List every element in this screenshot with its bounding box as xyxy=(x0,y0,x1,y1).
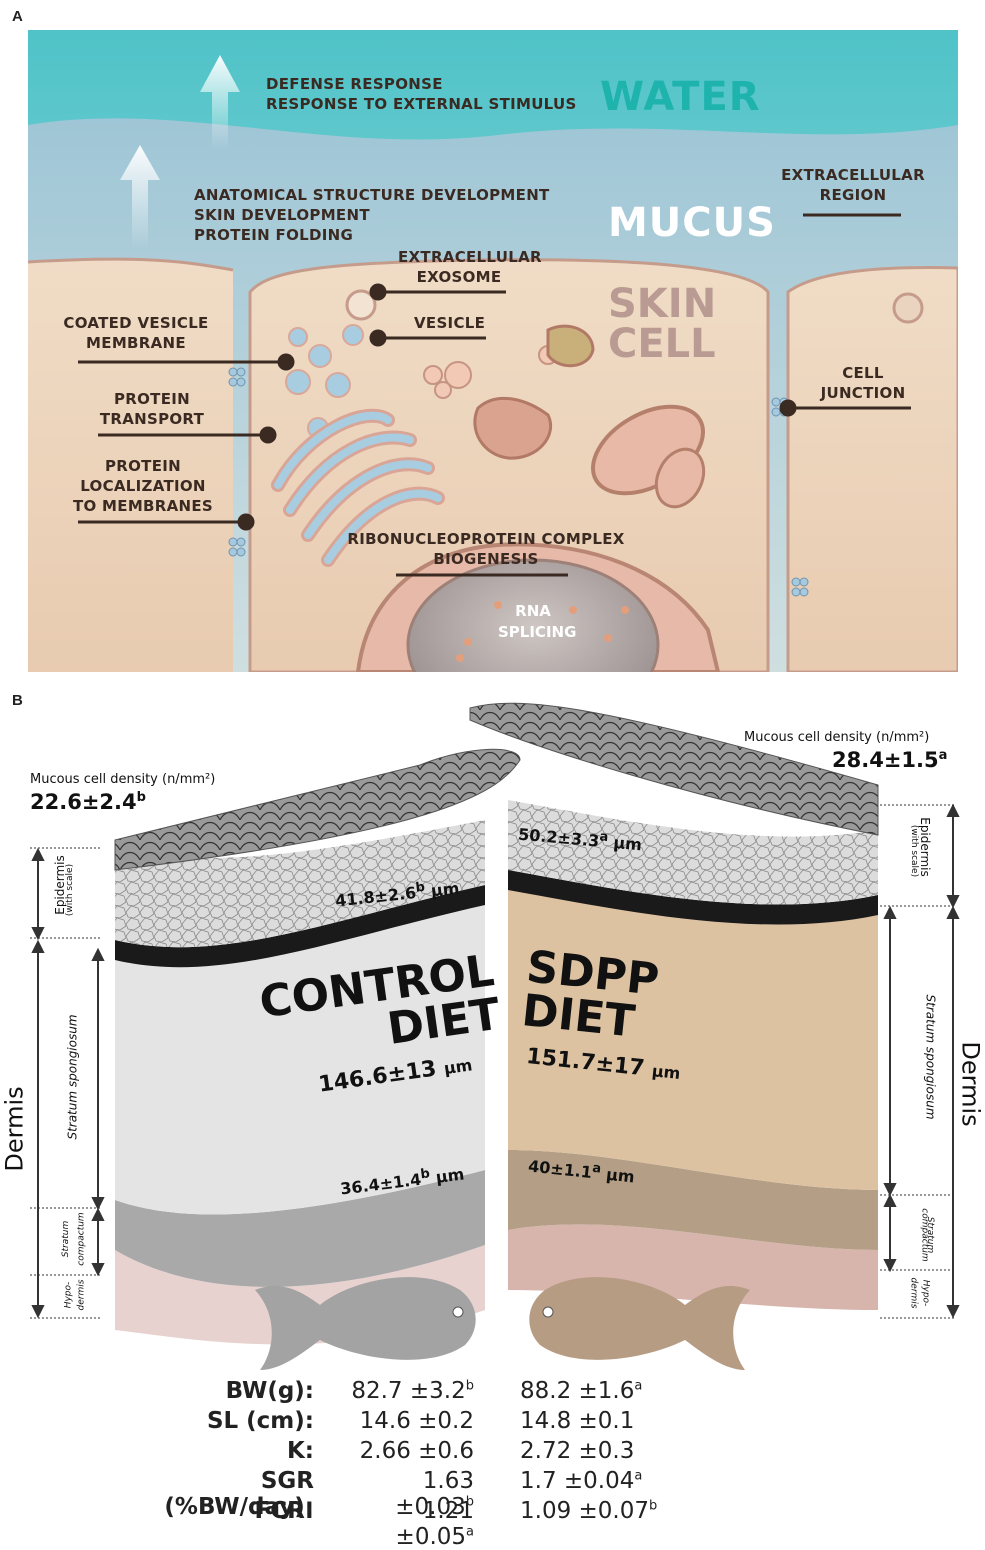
stat-name: K: xyxy=(134,1438,314,1464)
hypodermis-label-left: dermis xyxy=(76,1280,86,1311)
stat-control-value: 14.6 ±0.2 xyxy=(344,1408,474,1434)
with-scale-label-left: (with scale) xyxy=(65,864,75,916)
control-fish xyxy=(255,1277,476,1370)
compactum-label-left: compactum xyxy=(77,1212,87,1265)
hypo-label-left: Hypo- xyxy=(63,1282,73,1309)
stat-sdpp-value: 2.72 ±0.3 xyxy=(520,1438,670,1464)
stat-name: SL (cm): xyxy=(134,1408,314,1434)
hypo-label-right: Hypo- xyxy=(920,1280,930,1307)
compactum-label-right: compactum xyxy=(920,1208,930,1261)
stat-sdpp-value: 1.7 ±0.04a xyxy=(520,1468,670,1494)
epidermis-label-right: Epidermis xyxy=(918,817,932,877)
stat-name: FCR: xyxy=(134,1498,314,1524)
stat-row: K: 2.66 ±0.6 2.72 ±0.3 xyxy=(0,1438,985,1468)
control-density-label: Mucous cell density (n/mm²) xyxy=(30,772,215,787)
sdpp-density-value: 28.4±1.5a xyxy=(832,748,947,772)
stratum-label-left: Stratum xyxy=(61,1221,71,1257)
rna-splicing-label: RNA SPLICING xyxy=(498,601,568,643)
spongiosum-label-right: Stratum spongiosum xyxy=(924,994,938,1119)
coated-vesicle-label: COATED VESICLE MEMBRANE xyxy=(58,313,214,353)
spongiosum-label-left: Stratum spongiosum xyxy=(66,1014,80,1139)
mucus-label: MUCUS xyxy=(608,200,776,246)
protein-localization-label: PROTEIN LOCALIZATION TO MEMBRANES xyxy=(68,456,218,516)
ribonucleoprotein-label: RIBONUCLEOPROTEIN COMPLEX BIOGENESIS xyxy=(340,529,632,569)
water-label: WATER xyxy=(600,74,761,120)
stat-control-value: 82.7 ±3.2b xyxy=(344,1378,474,1404)
with-scale-label-right: (with scale) xyxy=(909,825,919,877)
stat-row: BW(g): 82.7 ±3.2b 88.2 ±1.6a xyxy=(0,1378,985,1408)
stat-control-value: 2.66 ±0.6 xyxy=(344,1438,474,1464)
sdpp-fish xyxy=(529,1277,750,1370)
cell-junction-label: CELL JUNCTION xyxy=(818,363,908,403)
extracellular-exosome-label: EXTRACELLULAR EXOSOME xyxy=(398,247,520,287)
panel-a-letter: A xyxy=(12,8,23,25)
extracellular-region-label: EXTRACELLULAR REGION xyxy=(773,165,933,205)
dermis-label-left: Dermis xyxy=(1,1086,29,1171)
panel-a-illustration: WATER MUCUS SKIN CELL DEFENSE RESPONSE R… xyxy=(28,30,958,672)
stat-sdpp-value: 88.2 ±1.6a xyxy=(520,1378,670,1404)
control-density-value: 22.6±2.4b xyxy=(30,790,146,814)
skin-cell-label: SKIN CELL xyxy=(608,284,716,364)
sdpp-diet-title: SDPP DIET xyxy=(520,945,661,1046)
sdpp-density-label: Mucous cell density (n/mm²) xyxy=(744,730,929,745)
dermis-label-right: Dermis xyxy=(957,1041,985,1126)
stat-sdpp-value: 14.8 ±0.1 xyxy=(520,1408,670,1434)
stat-sdpp-value: 1.09 ±0.07b xyxy=(520,1498,670,1524)
stat-name: BW(g): xyxy=(134,1378,314,1404)
stat-row: SL (cm): 14.6 ±0.2 14.8 ±0.1 xyxy=(0,1408,985,1438)
protein-transport-label: PROTEIN TRANSPORT xyxy=(88,389,216,429)
panel-b-comparison: Mucous cell density (n/mm²) 22.6±2.4b Mu… xyxy=(0,690,985,1524)
vesicle-label: VESICLE xyxy=(414,313,485,333)
stat-control-value: 1.21 ±0.05a xyxy=(344,1498,474,1550)
hypodermis-label-right: dermis xyxy=(908,1278,918,1309)
defense-response-label: DEFENSE RESPONSE RESPONSE TO EXTERNAL ST… xyxy=(266,74,577,114)
anatomical-structure-label: ANATOMICAL STRUCTURE DEVELOPMENT SKIN DE… xyxy=(194,185,550,245)
